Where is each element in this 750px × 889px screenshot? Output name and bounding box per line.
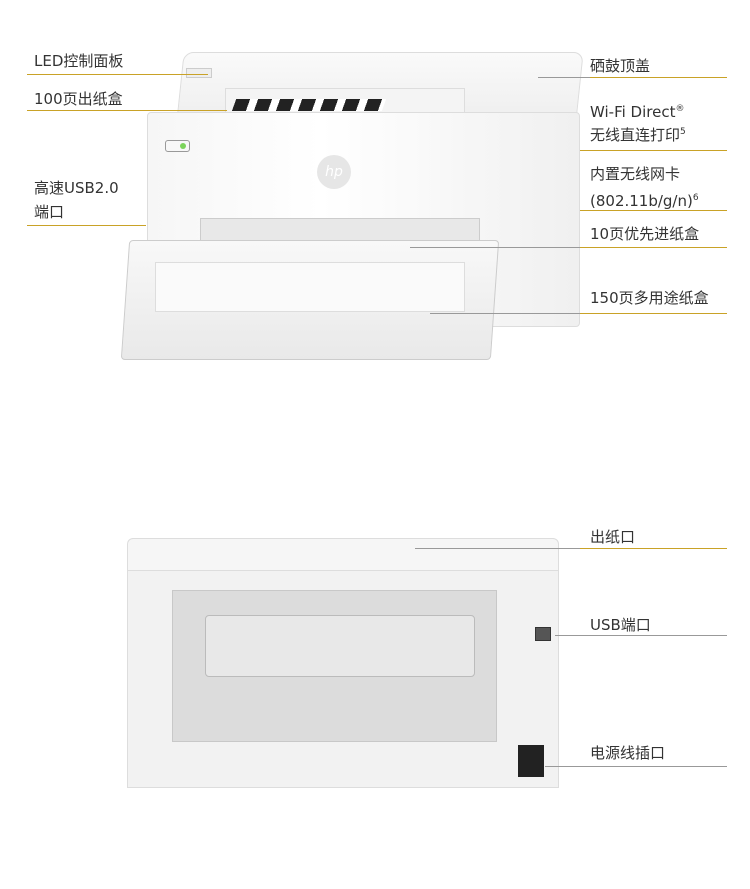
leader-line <box>580 150 727 151</box>
leader-line <box>545 766 727 767</box>
leader-line <box>580 247 727 248</box>
label-output-tray: 100页出纸盒 <box>34 90 123 108</box>
superscript: 5 <box>680 127 686 137</box>
leader-line <box>590 77 727 78</box>
leader-line <box>538 77 590 78</box>
label-paper-exit: 出纸口 <box>590 528 636 546</box>
led-panel <box>186 68 212 78</box>
label-priority-tray: 10页优先进纸盒 <box>590 225 700 243</box>
superscript: ® <box>675 104 685 114</box>
leader-line <box>555 635 727 636</box>
label-wifi-direct: Wi-Fi Direct® <box>590 97 684 124</box>
leader-line <box>410 247 580 248</box>
leader-line <box>27 74 208 75</box>
label-text: (802.11b/g/n) <box>590 192 693 210</box>
label-wireless-card: 内置无线网卡 <box>590 165 681 183</box>
label-usb-port: USB端口 <box>590 616 651 634</box>
label-power-socket: 电源线插口 <box>590 744 666 762</box>
label-multipurpose-tray: 150页多用途纸盒 <box>590 289 709 307</box>
label-text: 无线直连打印 <box>590 126 681 144</box>
hp-logo: hp <box>317 155 351 189</box>
label-toner-cover: 硒鼓顶盖 <box>590 57 651 75</box>
superscript: 6 <box>692 193 699 203</box>
leader-line <box>27 225 146 226</box>
leader-line <box>415 548 580 549</box>
label-wifi-direct-print: 无线直连打印5 <box>590 120 686 147</box>
label-wireless-standard: (802.11b/g/n)6 <box>590 186 699 213</box>
leader-line <box>580 548 727 549</box>
power-socket <box>518 745 544 777</box>
usb-port <box>535 627 551 641</box>
label-led-control-panel: LED控制面板 <box>34 52 124 70</box>
leader-line <box>580 210 727 211</box>
label-usb-line1: 高速USB2.0 <box>34 179 119 197</box>
label-text: Wi-Fi Direct <box>590 103 676 121</box>
leader-line <box>430 313 580 314</box>
leader-line <box>580 313 727 314</box>
power-button <box>165 140 190 152</box>
label-usb-line2: 端口 <box>34 203 65 221</box>
leader-line <box>27 110 227 111</box>
